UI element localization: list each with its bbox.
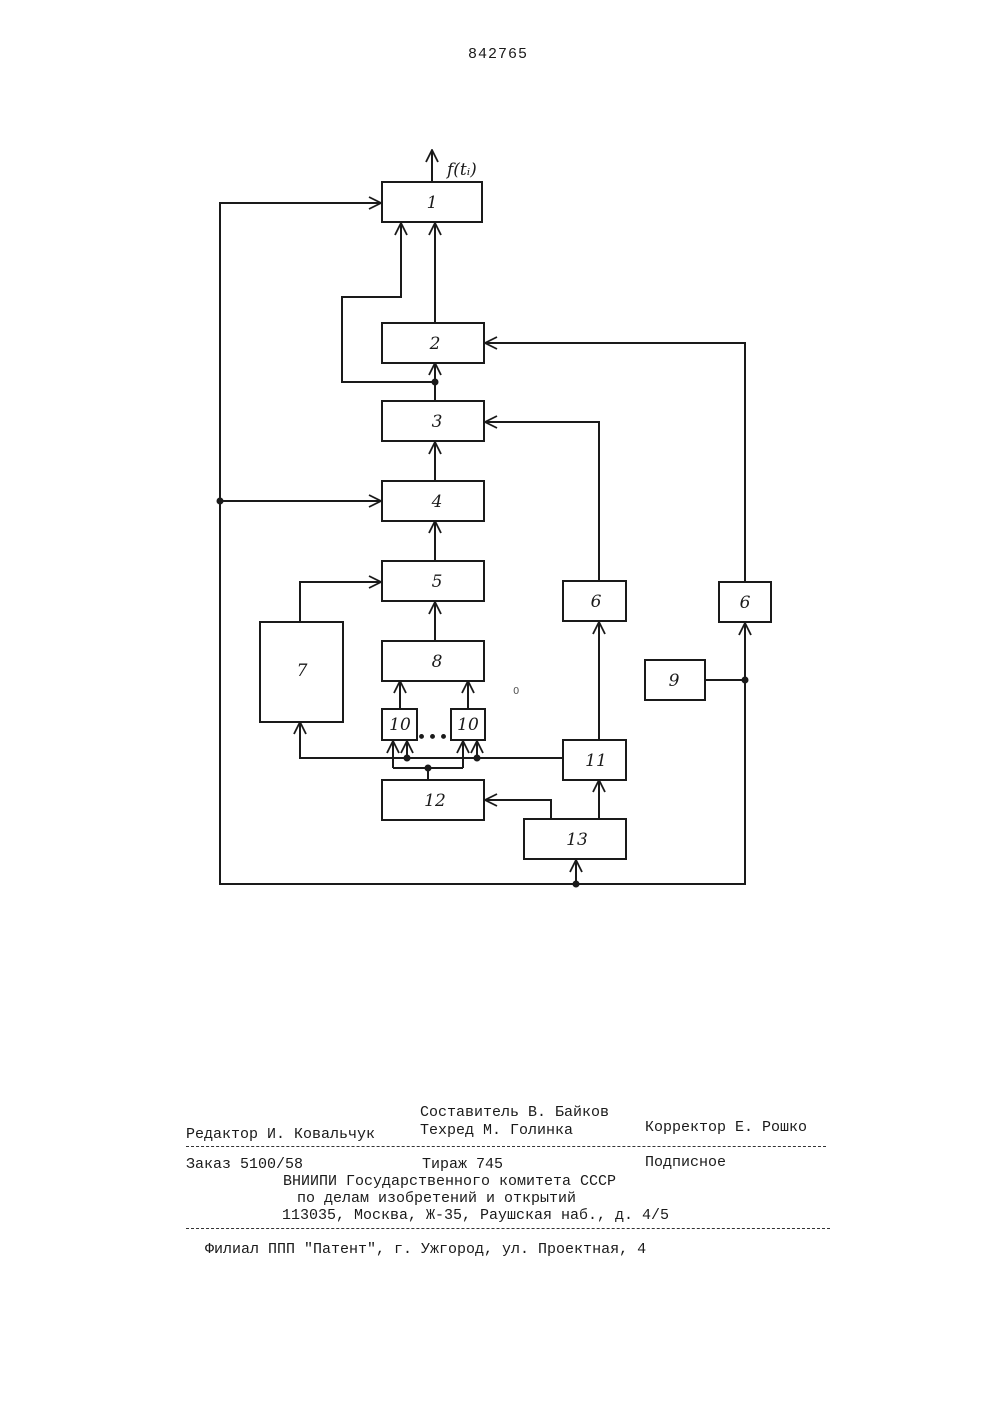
block-6-second: 6 bbox=[719, 582, 771, 622]
block-3: 3 bbox=[382, 401, 484, 441]
techred-line: Техред М. Голинка bbox=[420, 1122, 573, 1139]
block-8: 8 bbox=[382, 641, 484, 681]
org-line-1: ВНИИПИ Государственного комитета СССР bbox=[283, 1173, 616, 1190]
subscription-line: Подписное bbox=[645, 1154, 726, 1171]
svg-text:10: 10 bbox=[457, 715, 479, 735]
block-12: 12 bbox=[382, 780, 484, 820]
junction-bus-4 bbox=[217, 498, 224, 505]
junction-11-10b bbox=[474, 755, 481, 762]
order-line: Заказ 5100/58 bbox=[186, 1156, 303, 1173]
svg-text:7: 7 bbox=[297, 661, 308, 681]
block-5: 5 bbox=[382, 561, 484, 601]
block-2: 2 bbox=[382, 323, 484, 363]
wire-6b-to-2 bbox=[485, 343, 745, 582]
svg-text:6: 6 bbox=[591, 592, 602, 612]
divider-top bbox=[186, 1146, 826, 1147]
block-9: 9 bbox=[645, 660, 705, 700]
svg-text:12: 12 bbox=[424, 791, 446, 811]
wire-7-to-5 bbox=[300, 582, 381, 622]
divider-bottom bbox=[186, 1228, 830, 1229]
output-label: f(tᵢ) bbox=[445, 160, 477, 180]
block-11: 11 bbox=[563, 740, 626, 780]
block-6-first: 6 bbox=[563, 581, 626, 621]
svg-text:10: 10 bbox=[389, 715, 411, 735]
block-10-last: 10 bbox=[451, 709, 485, 740]
composer-line: Составитель В. Байков bbox=[420, 1104, 609, 1121]
editor-line: Редактор И. Ковальчук bbox=[186, 1126, 375, 1143]
svg-text:5: 5 bbox=[432, 572, 443, 592]
junction-below-2 bbox=[432, 379, 439, 386]
svg-text:1: 1 bbox=[427, 193, 438, 213]
junction-9-6b bbox=[742, 677, 749, 684]
block-1: 1 bbox=[382, 182, 482, 222]
svg-text:6: 6 bbox=[740, 593, 751, 613]
branch-line: Филиал ППП "Патент", г. Ужгород, ул. Про… bbox=[205, 1241, 646, 1258]
svg-text:2: 2 bbox=[429, 334, 441, 354]
block-4: 4 bbox=[382, 481, 484, 521]
junction-11-10a bbox=[404, 755, 411, 762]
svg-text:4: 4 bbox=[431, 492, 443, 512]
circulation-line: Тираж 745 bbox=[422, 1156, 503, 1173]
block-7: 7 bbox=[260, 622, 343, 722]
junction-bus-13 bbox=[573, 881, 580, 888]
wire-6a-to-3 bbox=[485, 422, 599, 581]
stray-mark: 0 bbox=[513, 686, 519, 697]
svg-text:11: 11 bbox=[585, 751, 607, 771]
org-line-2: по делам изобретений и открытий bbox=[297, 1190, 576, 1207]
svg-text:8: 8 bbox=[432, 652, 443, 672]
block-13: 13 bbox=[524, 819, 626, 859]
svg-text:3: 3 bbox=[432, 412, 443, 432]
ellipsis: ••• bbox=[416, 728, 449, 748]
org-address: 113035, Москва, Ж-35, Раушская наб., д. … bbox=[282, 1207, 669, 1224]
corrector-line: Корректор Е. Рошко bbox=[645, 1119, 807, 1136]
junction-12-split bbox=[425, 765, 432, 772]
svg-text:9: 9 bbox=[669, 671, 680, 691]
block-10-first: 10 bbox=[382, 709, 417, 740]
svg-text:13: 13 bbox=[566, 830, 588, 850]
wire-13-to-12 bbox=[485, 800, 551, 819]
